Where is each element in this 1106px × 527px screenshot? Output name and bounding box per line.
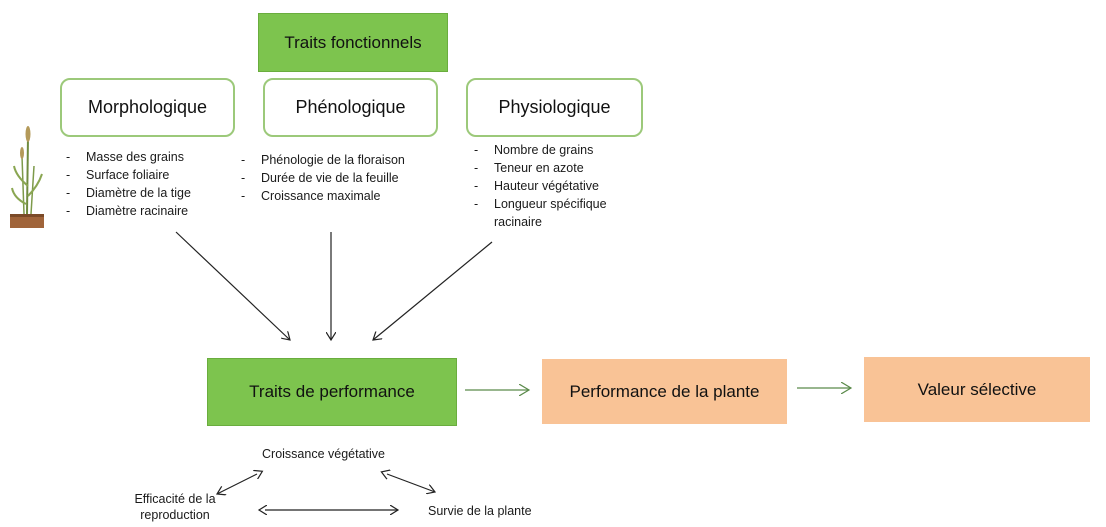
list-item: Croissance maximale <box>239 187 449 205</box>
selective-value-box: Valeur sélective <box>864 357 1090 422</box>
category-box-phenologique: Phénologique <box>263 78 438 137</box>
performance-traits-box: Traits de performance <box>207 358 457 426</box>
list-item: Hauteur végétative <box>472 177 622 195</box>
performance-traits-label: Traits de performance <box>249 382 415 401</box>
plant-performance-label: Performance de la plante <box>569 381 760 401</box>
title-label: Traits fonctionnels <box>284 32 422 52</box>
list-item: Teneur en azote <box>472 159 622 177</box>
list-physiologique: Nombre de grains Teneur en azote Hauteur… <box>472 141 622 231</box>
title-box: Traits fonctionnels <box>258 13 448 72</box>
category-box-physiologique: Physiologique <box>466 78 643 137</box>
arrow-growth-survival <box>387 474 435 492</box>
list-item: Diamètre de la tige <box>64 184 244 202</box>
list-morphologique: Masse des grains Surface foliaire Diamèt… <box>64 148 244 220</box>
plant-icon <box>8 126 48 231</box>
list-item: Diamètre racinaire <box>64 202 244 220</box>
list-item: Nombre de grains <box>472 141 622 159</box>
category-label-morphologique: Morphologique <box>87 97 208 117</box>
reproduction-label: Efficacité de la reproduction <box>134 492 216 522</box>
list-item: Durée de vie de la feuille <box>239 169 449 187</box>
category-box-morphologique: Morphologique <box>60 78 235 137</box>
list-item: Masse des grains <box>64 148 244 166</box>
list-phenologique: Phénologie de la floraison Durée de vie … <box>239 151 449 205</box>
selective-value-label: Valeur sélective <box>917 379 1037 399</box>
plant-performance-box: Performance de la plante <box>542 359 787 424</box>
list-item: Phénologie de la floraison <box>239 151 449 169</box>
arrow-growth-reproduction <box>217 474 257 494</box>
category-label-physiologique: Physiologique <box>498 97 611 117</box>
arrow-physiologique-to-performance <box>373 241 493 340</box>
category-label-phenologique: Phénologique <box>295 97 406 117</box>
growth-label: Croissance végétative <box>262 447 385 461</box>
survival-label: Survie de la plante <box>428 504 532 518</box>
list-item: Surface foliaire <box>64 166 244 184</box>
arrow-morphologique-to-performance <box>175 231 290 340</box>
list-item: Longueur spécifique racinaire <box>472 195 622 231</box>
